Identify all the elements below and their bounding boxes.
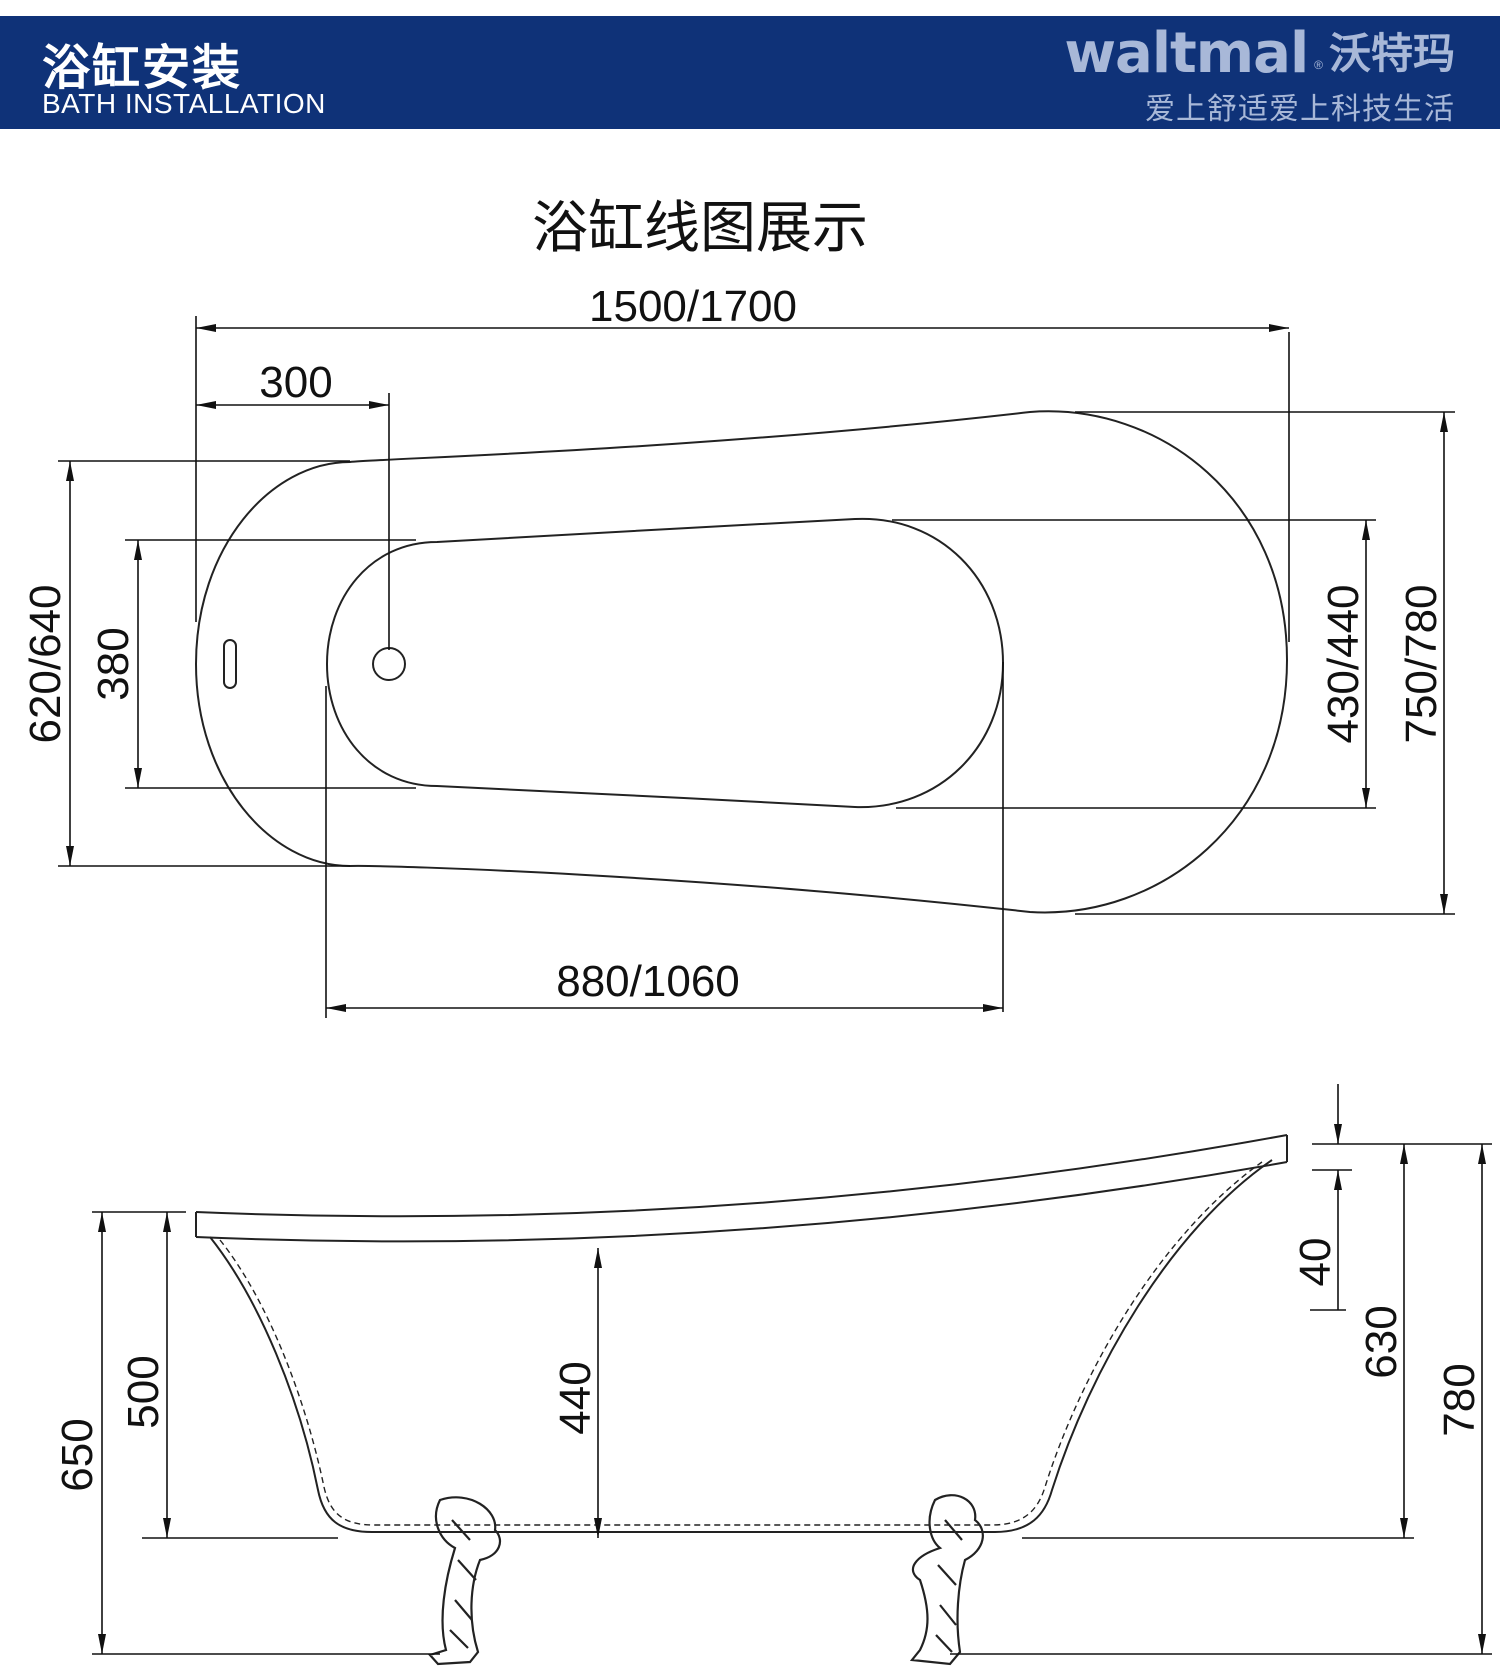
brand-name-cn: 沃特玛: [1328, 29, 1455, 78]
side-view-labels: 650 500 440 40 630 780: [53, 1238, 1484, 1492]
dim-overall-length: 1500/1700: [589, 282, 797, 331]
dim-depth: 440: [551, 1361, 600, 1434]
top-view-labels: 1500/1700 300 620/640 380 430/440 750/78…: [21, 282, 1446, 1006]
top-view-dimensions: [58, 316, 1455, 1018]
dim-drain-offset: 300: [259, 358, 332, 407]
dim-left-inner-height: 500: [119, 1355, 168, 1428]
dim-overall-width: 750/780: [1397, 584, 1446, 743]
brand-slogan: 爱上舒适爱上科技生活: [1145, 92, 1455, 127]
side-view: [195, 1134, 1288, 1666]
dim-right-inner-height: 630: [1357, 1305, 1406, 1378]
dim-left-height: 650: [53, 1418, 102, 1491]
brand-logo: waltmal ® 沃特玛 爱上舒适爱上科技生活: [1064, 22, 1455, 128]
dim-inner-length: 880/1060: [556, 957, 740, 1006]
tub-rim-bottom: [195, 1161, 1288, 1243]
overflow-slot: [223, 639, 237, 689]
registered-mark: ®: [1314, 58, 1323, 72]
dim-inner-width-left: 380: [89, 627, 138, 700]
top-view: [194, 410, 1289, 914]
tub-body-outer: [209, 1159, 1273, 1533]
drain-circle: [372, 647, 406, 681]
header-title-cn: 浴缸安装: [42, 40, 243, 96]
side-view-dimensions: [92, 1084, 1492, 1655]
claw-foot-right: [909, 1494, 984, 1666]
dim-outer-width: 620/640: [21, 584, 70, 743]
diagram-title: 浴缸线图展示: [532, 196, 868, 261]
tub-inner-outline: [325, 517, 1005, 809]
dim-right-height: 780: [1435, 1363, 1484, 1436]
header-banner: 浴缸安装 BATH INSTALLATION waltmal ® 沃特玛 爱上舒…: [0, 16, 1500, 129]
tub-outer-outline: [194, 410, 1289, 914]
brand-name-en: waltmal: [1064, 21, 1309, 86]
tub-body-inner: [219, 1161, 1263, 1526]
dim-rim-thickness: 40: [1291, 1238, 1340, 1287]
claw-foot-left: [428, 1496, 502, 1666]
tub-rim-top: [195, 1134, 1288, 1218]
header-title-en: BATH INSTALLATION: [42, 88, 326, 119]
dim-inner-width-right: 430/440: [1319, 584, 1368, 743]
